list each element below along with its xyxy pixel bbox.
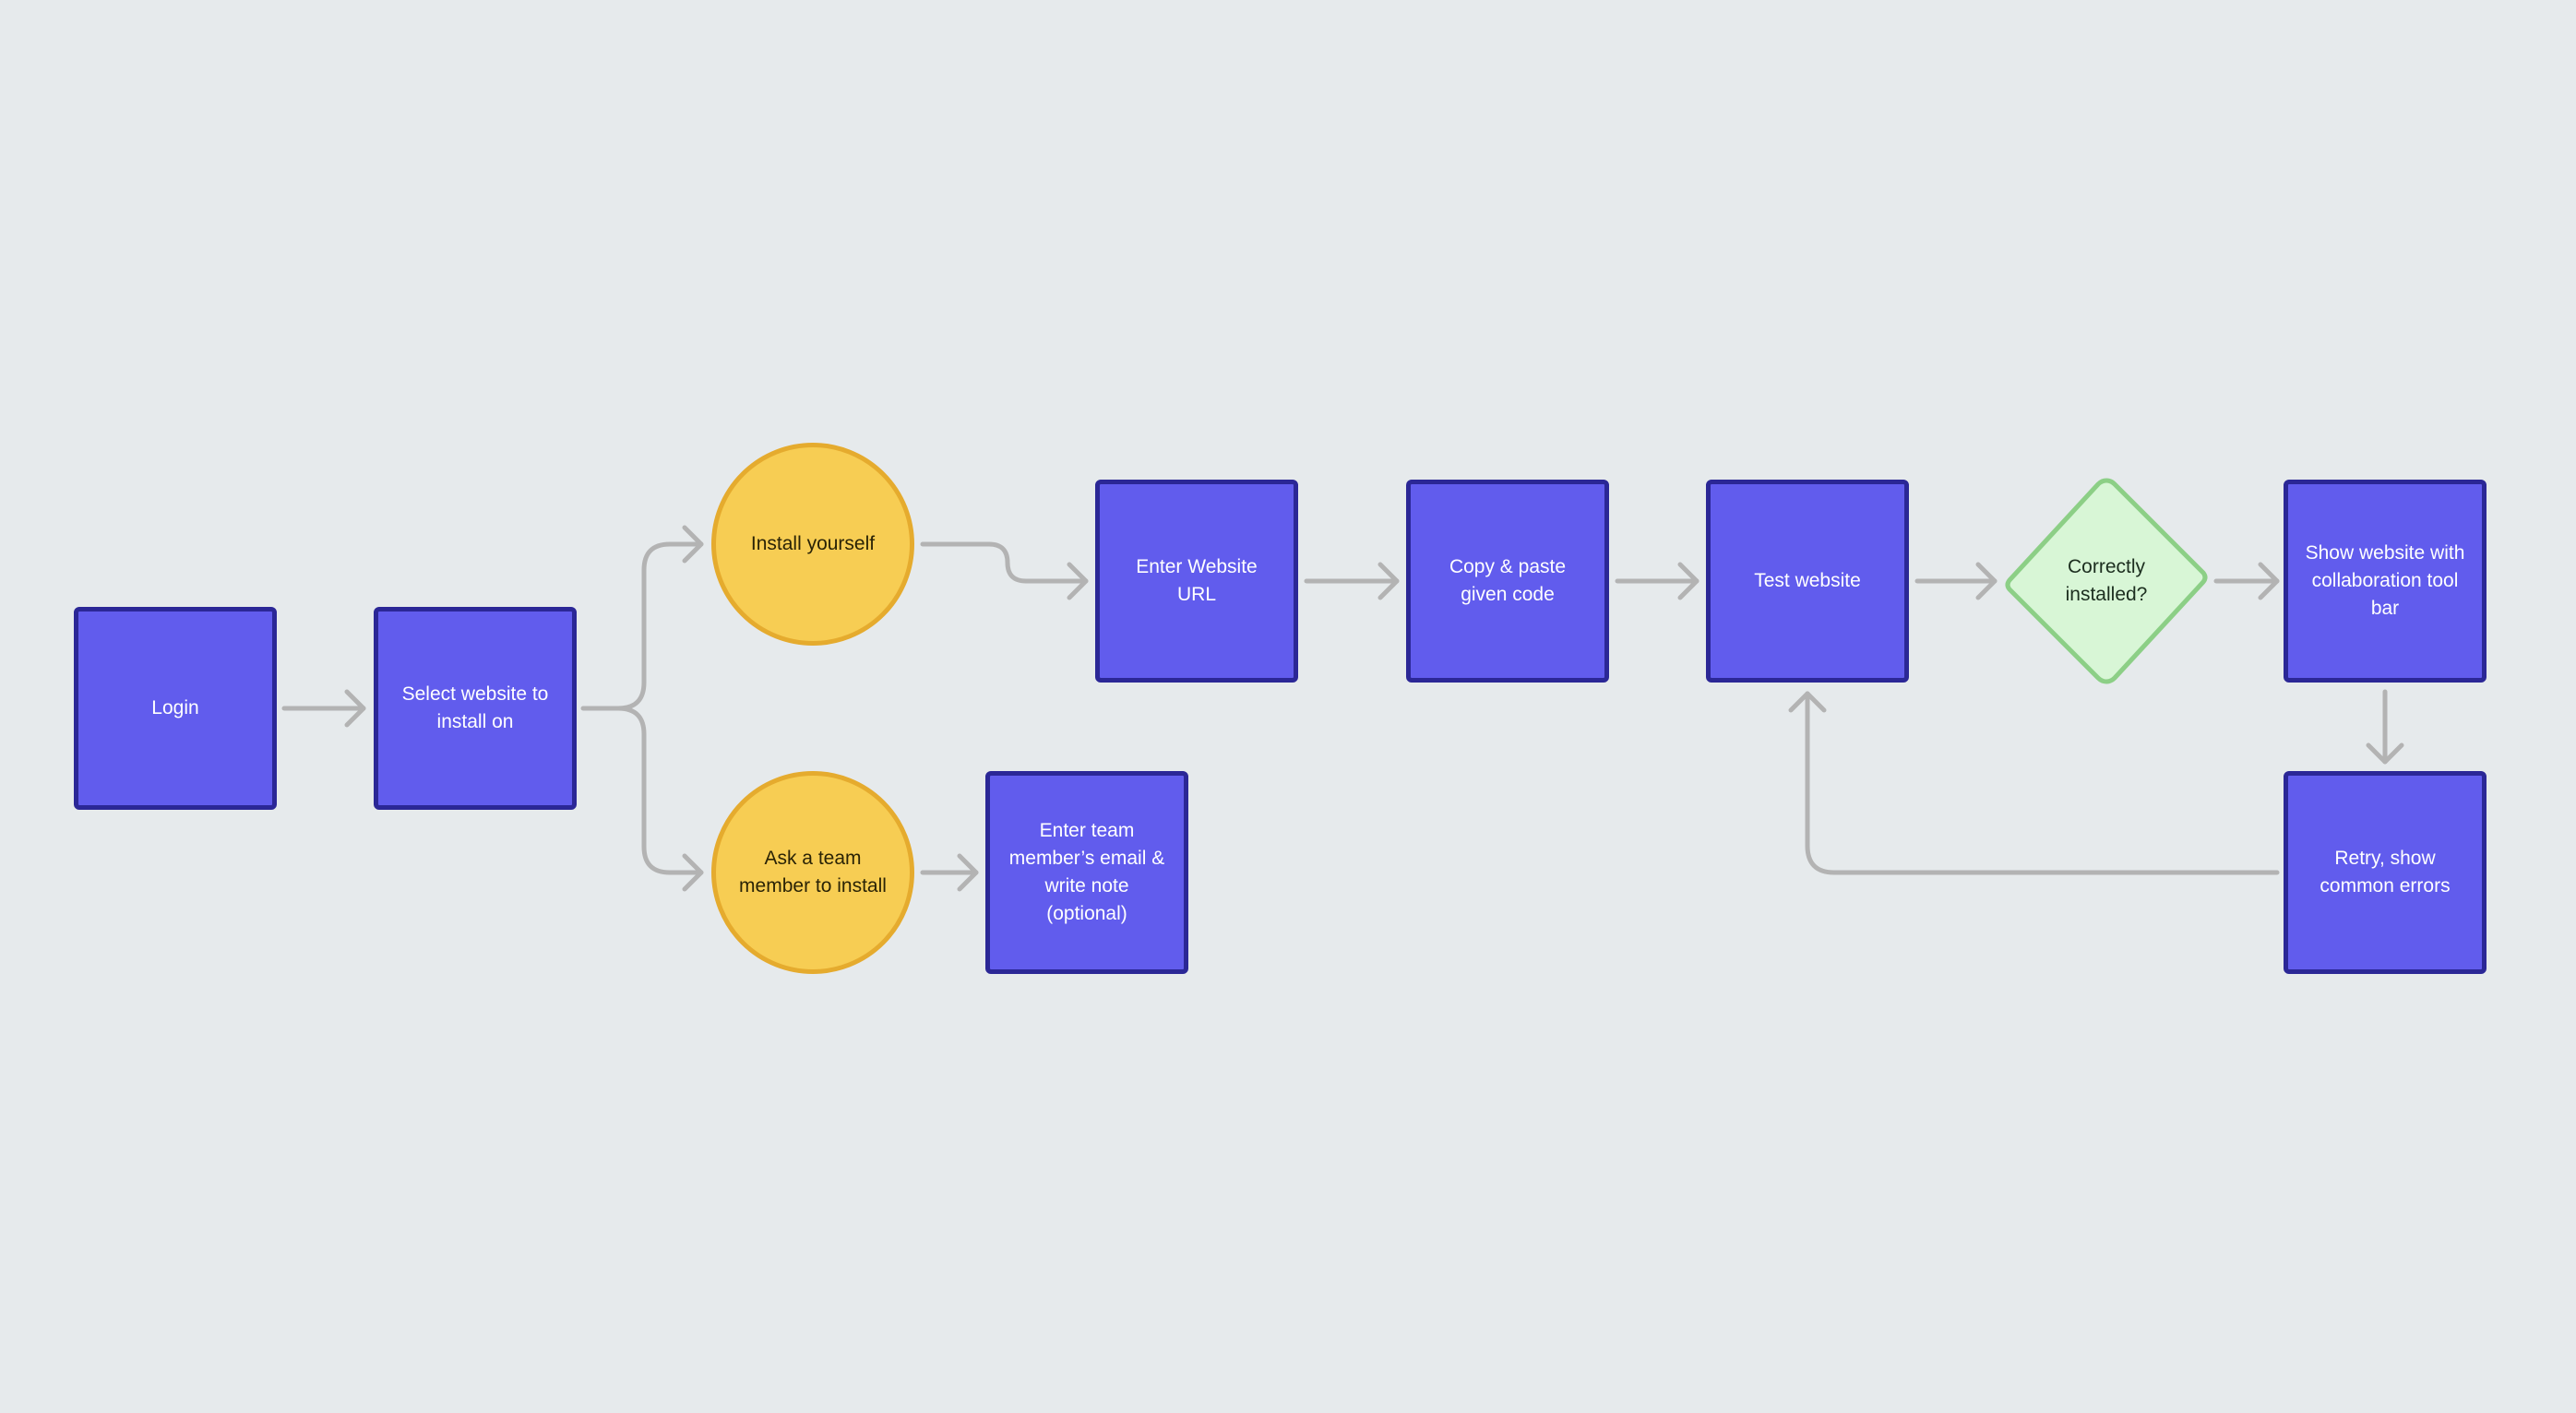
node-login-label: Login [151,697,199,718]
node-install-yourself[interactable]: Install yourself [711,443,914,646]
node-ask-team-member-label: Ask a team member to install [739,848,887,896]
connector-install-yourself-to-url [920,541,1089,584]
node-test-website-label: Test website [1754,570,1861,591]
node-select-website[interactable]: Select website to install on [374,607,577,810]
arrowhead-test-loop [1788,691,1827,713]
node-enter-website-url-label: Enter Website URL [1136,556,1258,605]
arrowhead-ask-team [682,853,704,892]
arrowhead-retry [2366,742,2404,765]
node-ask-team-member[interactable]: Ask a team member to install [711,771,914,974]
node-correctly-installed[interactable]: Correctly installed? [2002,477,2211,685]
arrowhead-url [1067,562,1089,600]
arrowhead-copy [1377,562,1400,600]
node-copy-paste-code-label: Copy & paste given code [1449,556,1567,605]
node-test-website[interactable]: Test website [1706,480,1909,683]
connector-select-to-install-yourself [580,541,704,711]
arrowhead-decision [1975,562,1998,600]
decision-diamond-shape [2005,478,2208,684]
arrowhead-email [957,853,979,892]
node-copy-paste-code[interactable]: Copy & paste given code [1406,480,1609,683]
node-login[interactable]: Login [74,607,277,810]
node-correctly-installed-label: Correctly installed? [2065,556,2148,605]
node-install-yourself-label: Install yourself [750,533,876,554]
node-select-website-label: Select website to install on [401,683,549,732]
arrowhead-select [344,689,366,728]
arrowhead-install-yourself [682,525,704,564]
connector-retry-to-test [1805,691,2280,875]
node-enter-team-email[interactable]: Enter team member’s email & write note (… [985,771,1188,974]
arrowhead-show [2258,562,2280,600]
node-enter-website-url[interactable]: Enter Website URL [1095,480,1298,683]
node-show-website-toolbar-label: Show website with collaboration tool bar [2305,542,2465,619]
connector-select-to-ask-team [615,706,704,875]
arrowhead-test [1677,562,1699,600]
node-show-website-toolbar[interactable]: Show website with collaboration tool bar [2284,480,2487,683]
node-retry-common-errors-label: Retry, show common errors [2320,848,2451,896]
node-retry-common-errors[interactable]: Retry, show common errors [2284,771,2487,974]
node-enter-team-email-label: Enter team member’s email & write note (… [1008,820,1165,924]
